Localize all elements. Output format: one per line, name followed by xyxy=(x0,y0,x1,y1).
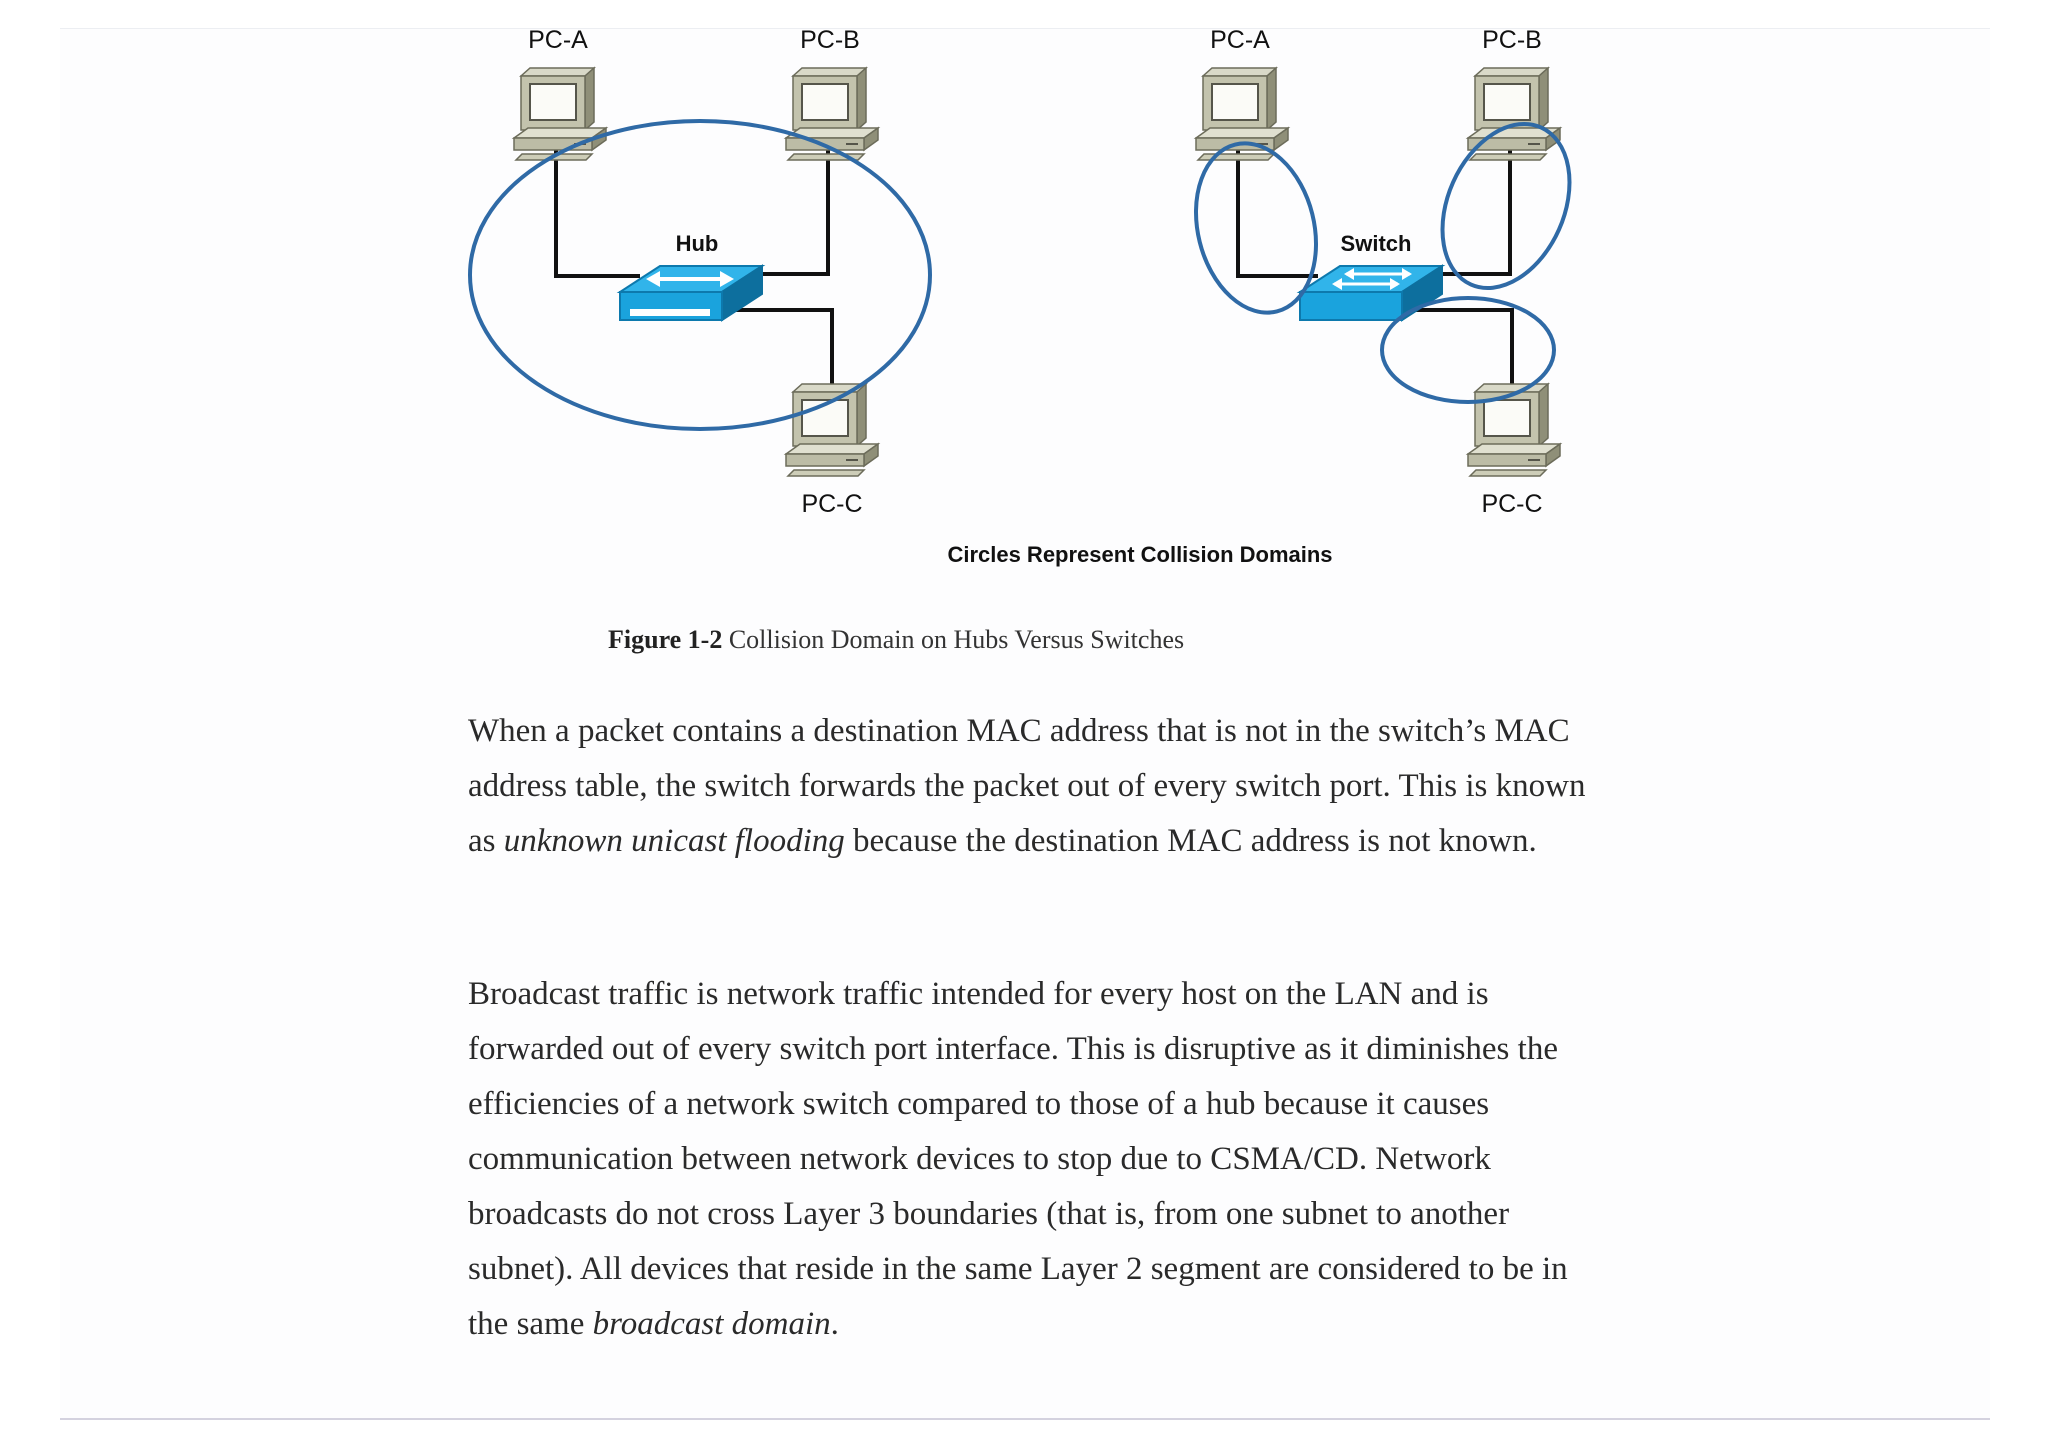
paragraph-unknown-unicast-flooding: When a packet contains a destination MAC… xyxy=(468,704,1598,869)
hub-device-label: Hub xyxy=(676,231,719,256)
paragraph-2-text-start: Broadcast traffic is network traffic int… xyxy=(468,976,1568,1342)
paragraph-2-text-end: . xyxy=(830,1306,839,1342)
collision-domain-legend: Circles Represent Collision Domains xyxy=(947,542,1332,567)
switch-cable-pc-b xyxy=(1436,150,1512,276)
hub-pc-a-computer-icon xyxy=(513,67,607,161)
page-bottom-divider xyxy=(60,1418,1990,1420)
switch-collision-domain-circle-pc-b xyxy=(1440,121,1572,291)
switch-pc-c-computer-icon xyxy=(1467,383,1561,477)
figure-number: Figure 1-2 xyxy=(608,625,723,654)
switch-collision-domain-circle-pc-a xyxy=(1194,141,1318,315)
term-broadcast-domain: broadcast domain xyxy=(592,1306,831,1342)
page-sheet xyxy=(60,28,1990,1419)
switch-pc-b-computer-icon xyxy=(1467,67,1561,161)
hub-pc-a-label: PC-A xyxy=(528,26,588,54)
switch-pc-c-label: PC-C xyxy=(1481,490,1542,518)
switch-device-label: Switch xyxy=(1341,231,1412,256)
figure-caption: Figure 1-2 Collision Domain on Hubs Vers… xyxy=(608,625,1184,655)
switch-pc-a-label: PC-A xyxy=(1210,26,1270,54)
switch-pc-a-computer-icon xyxy=(1195,67,1289,161)
term-unknown-unicast-flooding: unknown unicast flooding xyxy=(503,823,845,859)
hub-pc-b-computer-icon xyxy=(785,67,879,161)
hub-cable-pc-a xyxy=(554,150,640,278)
collision-domain-figure: PC-A PC-B PC-C Hub PC-A PC-B PC-C xyxy=(468,26,1572,567)
switch-device-icon xyxy=(1296,264,1446,322)
switch-pc-b-label: PC-B xyxy=(1482,26,1542,54)
hub-collision-domain-circle xyxy=(468,119,932,431)
hub-cable-pc-c xyxy=(730,308,834,392)
paragraph-1-text-end: because the destination MAC address is n… xyxy=(844,823,1537,859)
hub-pc-c-label: PC-C xyxy=(801,490,862,518)
paragraph-1-text-start: When a packet contains a destination MAC… xyxy=(468,713,1586,859)
figure-caption-text: Collision Domain on Hubs Versus Switches xyxy=(728,625,1185,654)
hub-cable-pc-b xyxy=(756,150,830,276)
paragraph-broadcast-domain: Broadcast traffic is network traffic int… xyxy=(468,967,1598,1352)
switch-collision-domain-circle-pc-c xyxy=(1380,296,1556,404)
hub-pc-b-label: PC-B xyxy=(800,26,860,54)
hub-diagram: PC-A PC-B PC-C Hub xyxy=(468,26,932,518)
hub-device-icon xyxy=(616,264,766,322)
switch-cable-pc-c xyxy=(1410,308,1514,392)
switch-diagram: PC-A PC-B PC-C Switch xyxy=(1194,26,1572,518)
hub-pc-c-computer-icon xyxy=(785,383,879,477)
switch-cable-pc-a xyxy=(1236,150,1318,278)
